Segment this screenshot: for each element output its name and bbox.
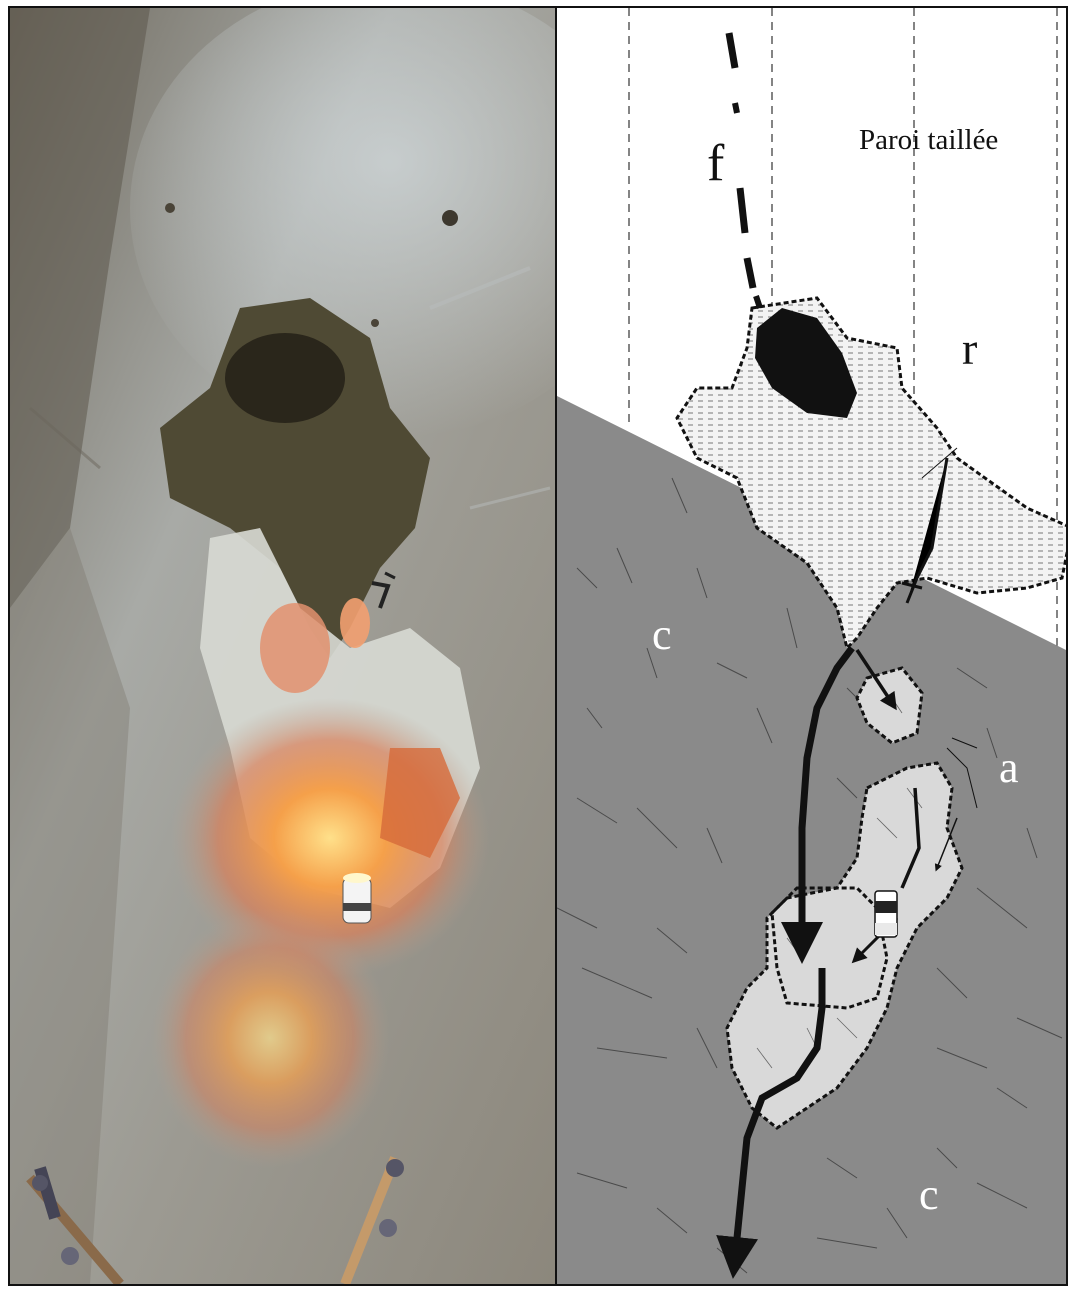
lamp-icon	[875, 891, 897, 937]
label-r: r	[962, 326, 977, 372]
label-c-bottom: c	[919, 1173, 939, 1217]
label-f: f	[707, 138, 724, 190]
cave-photo	[10, 8, 555, 1284]
label-wall: Paroi taillée	[859, 126, 998, 155]
label-a: a	[999, 746, 1019, 790]
figure-frame: Paroi taillée f r c a c	[8, 6, 1068, 1286]
label-c-top: c	[652, 613, 672, 657]
lamp-icon	[343, 873, 371, 923]
sketch-panel: Paroi taillée f r c a c	[555, 8, 1066, 1284]
cave-photo-drawing	[10, 8, 555, 1284]
sketch-drawing	[557, 8, 1066, 1284]
